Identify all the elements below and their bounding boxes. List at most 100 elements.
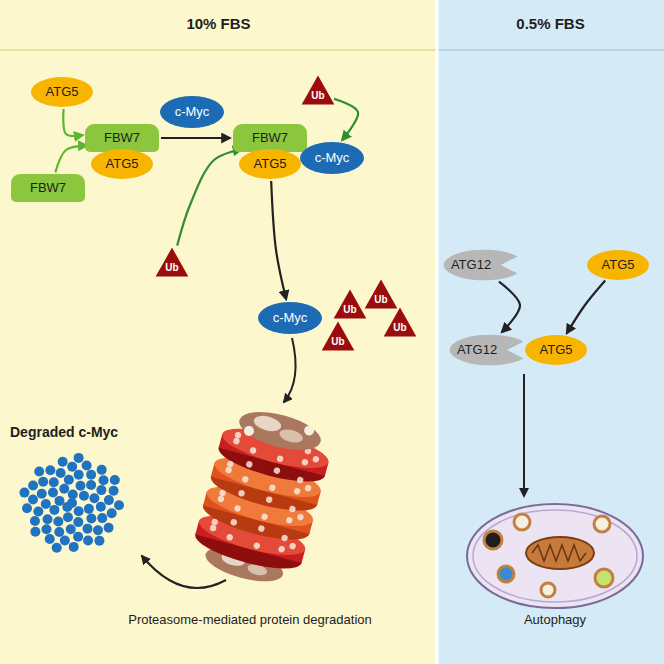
illustration-part — [58, 457, 68, 467]
illustration-part — [49, 477, 59, 487]
illustration-part — [76, 481, 86, 491]
triangle-shape — [156, 248, 189, 277]
illustration-part — [312, 455, 320, 463]
node-label: ATG5 — [254, 157, 287, 172]
illustration-part — [83, 535, 93, 545]
illustration-part — [97, 465, 107, 475]
illustration-part — [53, 516, 63, 526]
ubiquitin-tag: Ub — [155, 247, 189, 277]
node-label: c-Myc — [175, 105, 210, 120]
node-label: Ub — [343, 304, 356, 316]
connector-arrow — [334, 99, 358, 140]
illustration-part — [241, 476, 249, 484]
illustration-part — [64, 475, 74, 485]
illustration-part — [67, 462, 77, 472]
illustration-part — [84, 504, 94, 514]
cmyc-protein: c-Myc — [160, 96, 224, 128]
illustration-part — [238, 489, 246, 497]
panel-ground — [0, 0, 437, 664]
illustration-part — [249, 447, 257, 455]
connector-arrow — [567, 280, 605, 333]
illustration-part — [73, 517, 83, 527]
illustration-part — [30, 527, 40, 537]
connector-arrow — [63, 109, 82, 136]
illustration-part — [498, 566, 514, 582]
illustration-part — [73, 532, 83, 542]
ubiquitin-tag: Ub — [301, 75, 335, 105]
illustration-part — [252, 413, 283, 434]
atg5-protein: ATG5 — [31, 77, 93, 107]
illustration-part — [304, 484, 312, 492]
illustration-part — [484, 531, 502, 549]
atg5-protein: ATG5 — [91, 149, 153, 179]
illustration-part — [217, 495, 225, 503]
node-label: FBW7 — [30, 181, 66, 196]
illustration-part — [296, 513, 304, 521]
illustration-part — [43, 514, 53, 524]
atg5-protein: ATG5 — [587, 250, 649, 280]
node-label: FBW7 — [252, 131, 288, 146]
illustration-part — [595, 569, 613, 587]
atg12-protein: ATG12 — [442, 249, 526, 281]
notched-shape — [444, 250, 518, 281]
triangle-shape — [365, 280, 398, 309]
node-label: FBW7 — [104, 131, 140, 146]
triangle-shape — [384, 308, 417, 337]
text-label: Proteasome-mediated protein degradation — [128, 612, 372, 627]
node-label: Ub — [311, 90, 324, 102]
illustration-part — [225, 466, 233, 474]
atg5-protein: ATG5 — [239, 149, 301, 179]
text-label: Degraded c-Myc — [10, 424, 118, 440]
illustration-part — [235, 405, 324, 458]
text-label: Autophagy — [524, 612, 586, 627]
triangle-shape — [334, 290, 367, 319]
ubiquitin-tag: Ub — [333, 289, 367, 319]
illustration-part — [82, 460, 92, 470]
illustration-part — [86, 470, 96, 480]
illustration-part — [54, 496, 64, 506]
autophagosome-illustration — [467, 504, 643, 608]
node-label: Ub — [374, 294, 387, 306]
fbw7-protein: FBW7 — [233, 124, 307, 152]
connector-arrow — [271, 181, 286, 299]
notched-shape — [450, 335, 524, 366]
atg5-protein: ATG5 — [525, 335, 587, 365]
cmyc-protein: c-Myc — [258, 302, 322, 334]
illustration-part — [219, 489, 227, 497]
illustration-part — [66, 524, 76, 534]
node-label: Ub — [393, 322, 406, 334]
illustration-part — [96, 485, 106, 495]
illustration-part — [541, 583, 555, 597]
illustration-part — [56, 468, 66, 478]
illustration-part — [293, 487, 301, 495]
node-label: 10% FBS — [0, 15, 437, 32]
illustration-part — [276, 455, 284, 463]
illustration-part — [99, 475, 109, 485]
illustration-part — [33, 506, 43, 516]
node-label: ATG5 — [46, 85, 79, 100]
illustration-part — [467, 504, 643, 608]
illustration-part — [48, 488, 58, 498]
fbw7-protein: FBW7 — [85, 124, 159, 152]
illustration-part — [96, 502, 106, 512]
triangle-shape — [322, 322, 355, 351]
illustration-part — [94, 536, 104, 546]
node-label: 0.5% FBS — [437, 15, 664, 32]
illustration-part — [82, 524, 92, 534]
illustration-part — [594, 516, 610, 532]
illustration-part — [63, 512, 73, 522]
illustration-part — [97, 513, 107, 523]
connector-arrow — [55, 146, 86, 173]
illustration-part — [109, 486, 119, 496]
illustration-part — [261, 513, 269, 521]
illustration-part — [526, 537, 594, 569]
node-label: Ub — [331, 336, 344, 348]
ubiquitin-tag: Ub — [383, 307, 417, 337]
illustration-part — [79, 491, 89, 501]
condition-panel: 0.5% FBSATG12ATG5ATG12ATG5 — [437, 0, 664, 664]
illustration-part — [288, 505, 296, 513]
illustration-part — [62, 502, 72, 512]
atg12-protein: ATG12 — [448, 334, 532, 366]
triangle-shape — [302, 76, 335, 105]
